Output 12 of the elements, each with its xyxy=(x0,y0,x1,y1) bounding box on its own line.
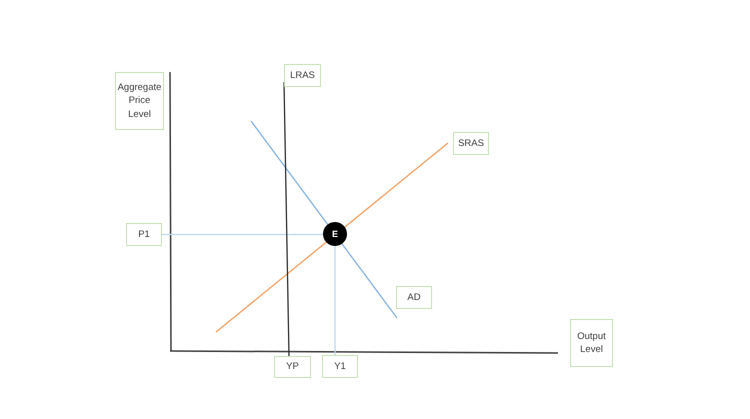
curve-label: AD xyxy=(396,286,432,309)
axis-title: Aggregate Price Level xyxy=(115,72,164,130)
lras-line xyxy=(283,82,290,356)
axis-title: Output Level xyxy=(570,319,613,367)
level-label: YP xyxy=(274,356,311,378)
level-label: P1 xyxy=(126,223,162,246)
curve-label: LRAS xyxy=(284,64,321,87)
curve-label: SRAS xyxy=(453,132,489,155)
level-label: Y1 xyxy=(322,355,358,378)
guide-line xyxy=(162,234,323,236)
guide-line xyxy=(334,246,336,355)
equilibrium-point: E xyxy=(323,222,347,246)
